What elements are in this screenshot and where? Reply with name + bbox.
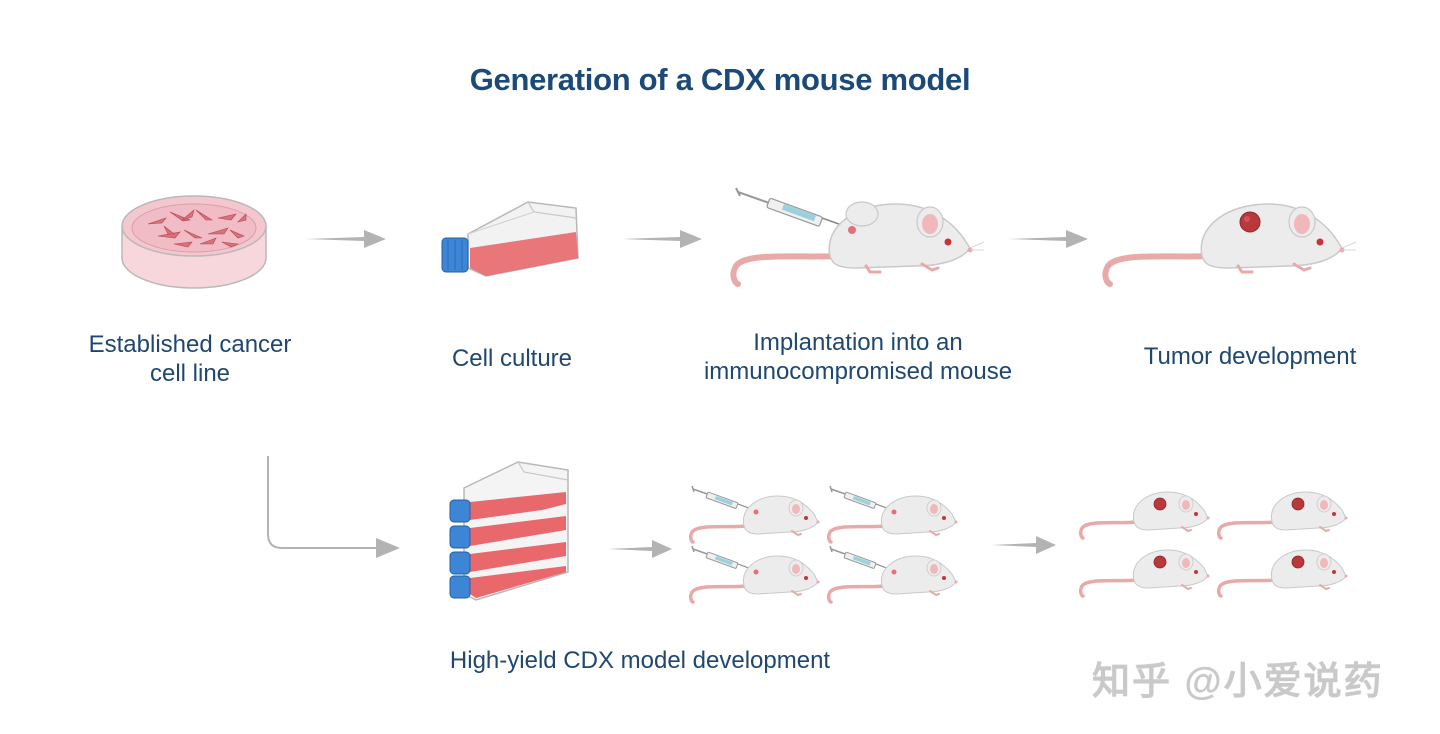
arrow-right-icon <box>608 538 678 560</box>
arrow-right-icon <box>992 534 1062 556</box>
label-line: immunocompromised mouse <box>703 358 1013 385</box>
arrow-right-icon <box>622 228 706 250</box>
arrow-right-icon <box>1008 228 1092 250</box>
culture-flask-icon <box>436 198 586 282</box>
label-line: cell line <box>149 360 231 387</box>
label-line: Established cancer <box>88 331 292 358</box>
arrow-right-icon <box>306 228 390 250</box>
label-line: Implantation into an <box>753 329 963 356</box>
injection-mice-grid <box>688 482 968 606</box>
step-label-implantation: Implantation into an immunocompromised m… <box>680 328 1036 386</box>
high-yield-label: High-yield CDX model development <box>449 647 831 674</box>
step-label-tumor-development: Tumor development <box>1110 342 1390 371</box>
mouse-tumor-icon <box>1098 196 1360 292</box>
label-line: Tumor development <box>1143 343 1357 370</box>
label-line: Cell culture <box>451 345 573 372</box>
step-label-cancer-cell-line: Established cancer cell line <box>60 330 320 388</box>
step-label-cell-culture: Cell culture <box>392 344 632 373</box>
elbow-arrow-icon <box>258 454 408 564</box>
diagram-title: Generation of a CDX mouse model <box>469 62 971 97</box>
petri-dish-icon <box>118 182 270 294</box>
mouse-injection-icon <box>726 184 986 294</box>
watermark: 知乎 @小爱说药 <box>1092 661 1384 703</box>
multilayer-flask-icon <box>446 460 572 602</box>
tumor-mice-grid <box>1078 486 1358 602</box>
